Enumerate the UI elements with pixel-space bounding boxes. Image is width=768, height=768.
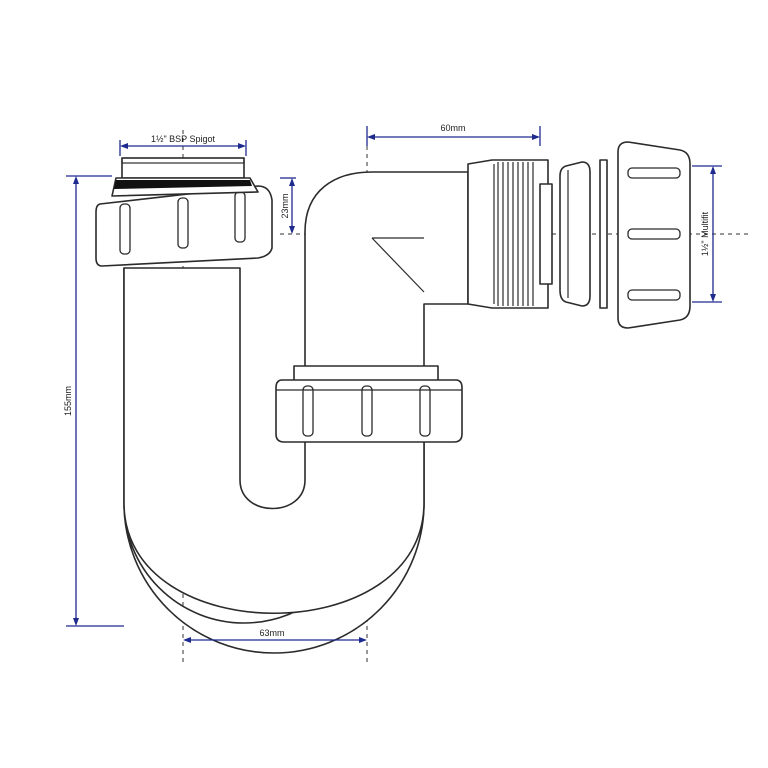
height-dimension [66, 175, 124, 627]
inlet-nut-slot-1 [119, 203, 131, 255]
height-label: 155mm [63, 386, 73, 416]
union-nut-slot-2 [361, 385, 373, 437]
inlet-nut-slot-3 [234, 191, 246, 243]
spigot-width-dimension [119, 140, 247, 156]
bsp-spigot-lip [121, 157, 245, 164]
outlet-spigot-end [539, 183, 553, 285]
riser-elbow [304, 171, 469, 379]
trap-width-dimension [183, 637, 367, 643]
multifit-dimension [692, 165, 722, 303]
outlet-offset-label: 60mm [440, 123, 465, 133]
multifit-label: 1½" Multifit [700, 211, 710, 256]
inlet-nut-slot-2 [177, 197, 189, 249]
union-nut-slot-3 [419, 385, 431, 437]
spigot-seal [114, 180, 252, 189]
outlet-offset-dimension [366, 126, 541, 146]
union-nut-slot-1 [302, 385, 314, 437]
slip-ring [599, 159, 608, 309]
spigot-label: 1½" BSP Spigot [151, 134, 216, 144]
trap-u-bend [123, 267, 425, 614]
multifit-nut-slot-3 [627, 289, 681, 301]
elbow-inner-line [371, 237, 425, 293]
multifit-nut-slot-1 [627, 167, 681, 179]
cone-washer [559, 161, 591, 307]
top-offset-label: 23mm [280, 193, 290, 218]
outlet-threads [493, 162, 534, 306]
bsp-spigot [121, 157, 245, 179]
multifit-nut-slot-2 [627, 228, 681, 240]
trap-width-label: 63mm [259, 628, 284, 638]
top-offset-dimension [280, 177, 296, 234]
